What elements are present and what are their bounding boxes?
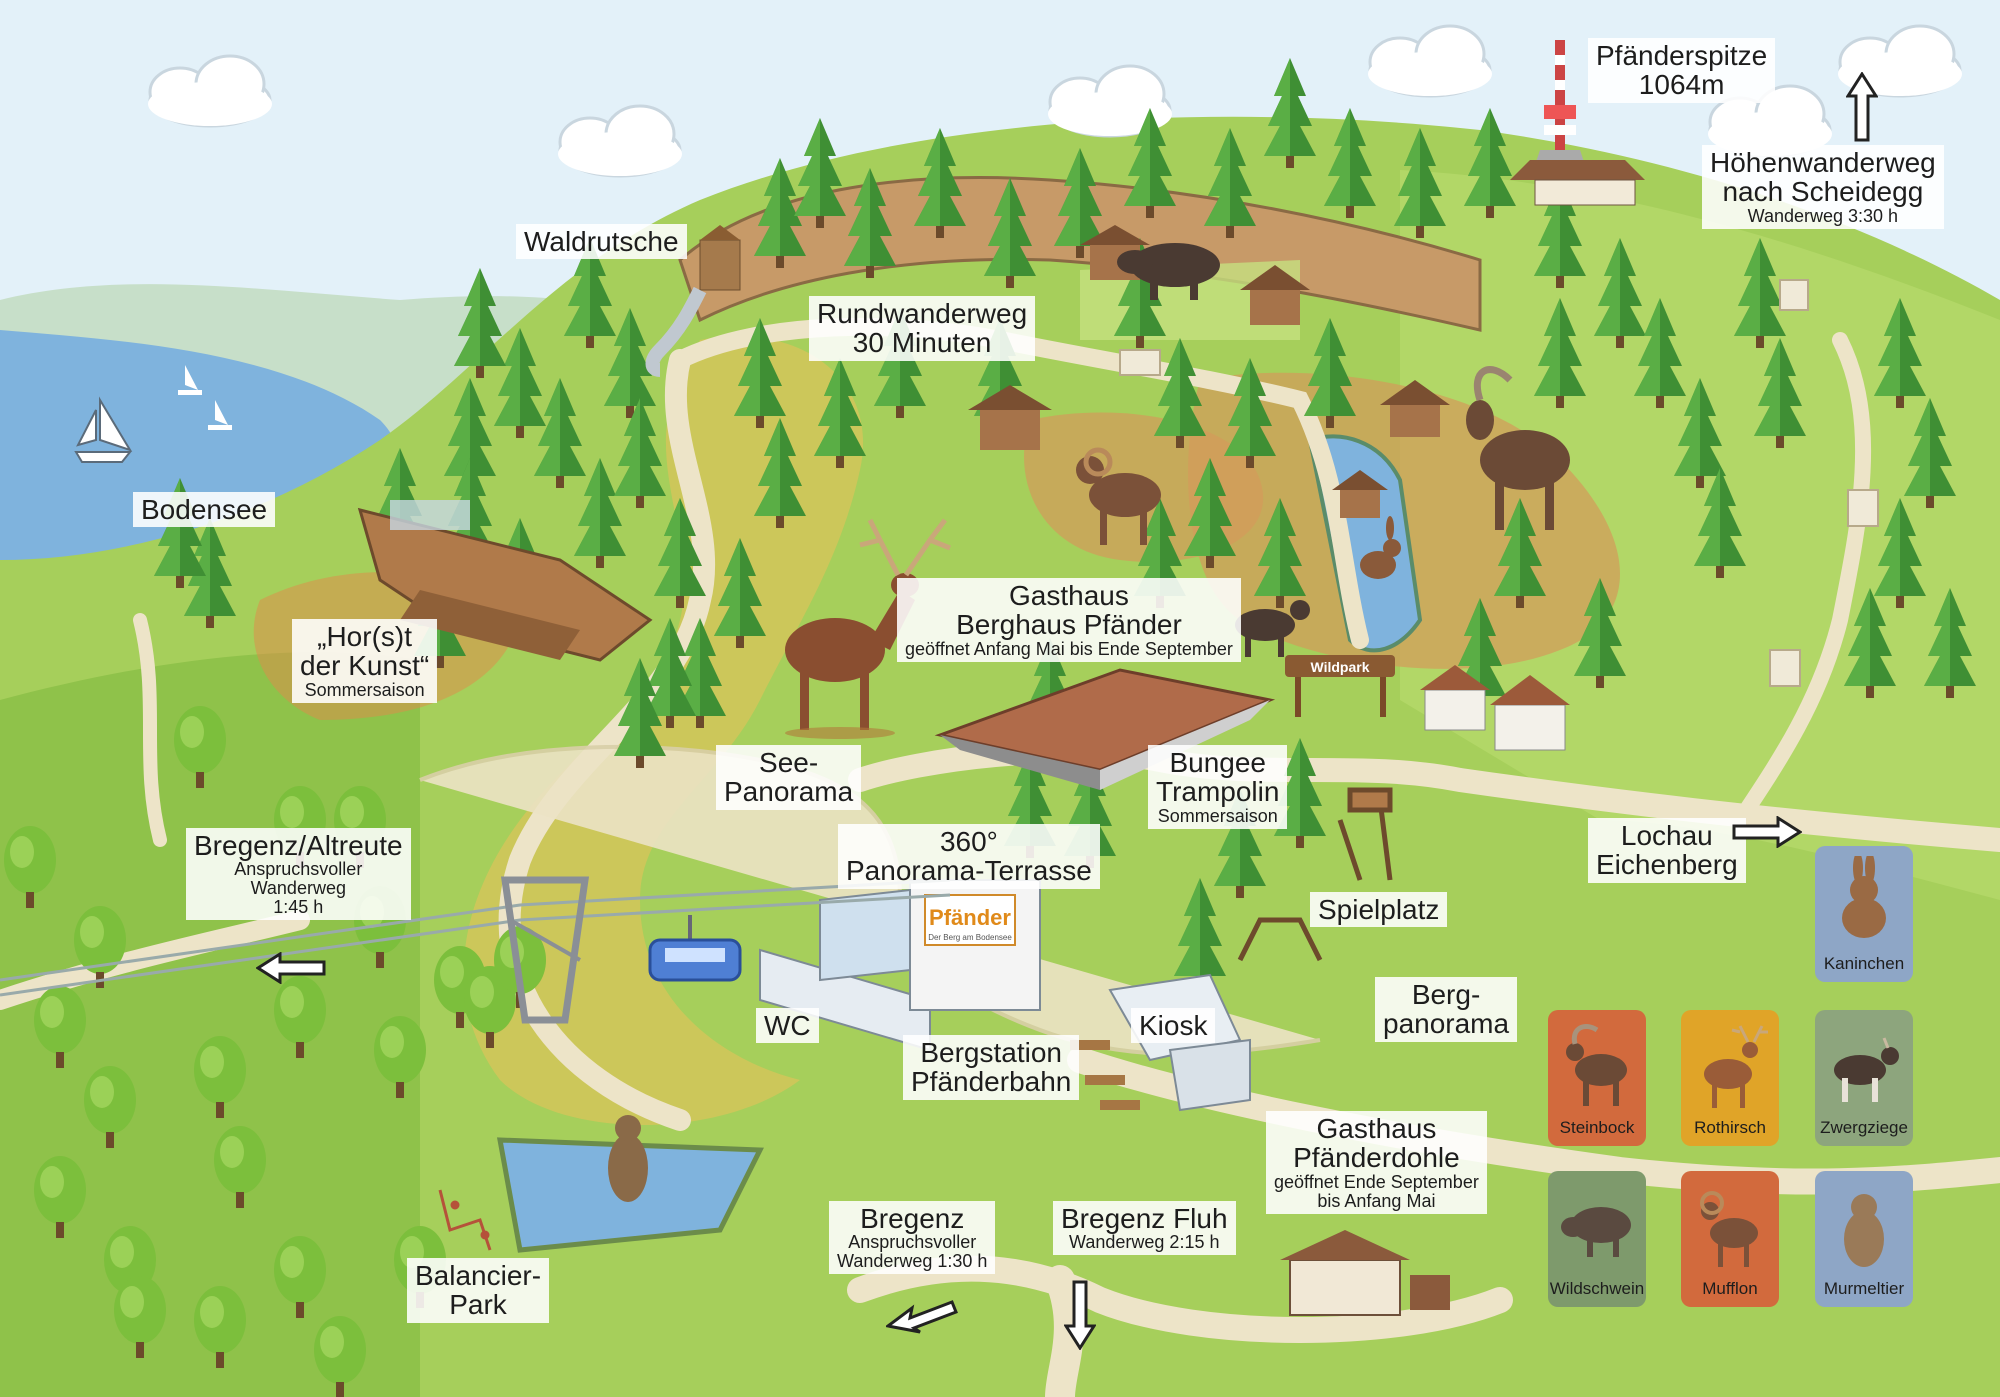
label-wc: WC bbox=[756, 1008, 819, 1044]
legend-card: Steinbock bbox=[1548, 1010, 1646, 1146]
aerial-tower bbox=[500, 876, 590, 1024]
label-balancier-park: Balancier- Park bbox=[407, 1258, 550, 1323]
label-gasthaus-pfaenderdohle: Gasthaus Pfänderdohle geöffnet Ende Sept… bbox=[1266, 1111, 1487, 1214]
mouflon-icon bbox=[1700, 1191, 1758, 1267]
label-bregenz-altreute: Bregenz/Altreute Anspruchsvoller Wanderw… bbox=[186, 828, 411, 921]
arrow-right-icon bbox=[1732, 816, 1802, 848]
rabbit-icon bbox=[1842, 856, 1886, 938]
wild-boar-icon bbox=[1561, 1207, 1631, 1257]
label-kiosk: Kiosk bbox=[1131, 1008, 1216, 1044]
arrow-down-icon bbox=[1064, 1280, 1096, 1350]
marmot-icon bbox=[1844, 1194, 1884, 1267]
label-bregenz: Bregenz Anspruchsvoller Wanderweg 1:30 h bbox=[829, 1201, 996, 1275]
goat-figure bbox=[1235, 600, 1310, 657]
label-gasthaus-berghaus: Gasthaus Berghaus Pfänder geöffnet Anfan… bbox=[897, 578, 1241, 662]
dwarf-goat-icon bbox=[1834, 1037, 1899, 1102]
entrance-houses bbox=[1420, 665, 1570, 751]
wild-boar-figure bbox=[1117, 243, 1220, 300]
legend-card: Kaninchen bbox=[1815, 846, 1913, 982]
forest-slide bbox=[645, 225, 741, 377]
picnic-benches bbox=[1070, 1040, 1140, 1110]
sailboat-icon bbox=[178, 365, 202, 395]
label-panorama-terrasse: 360° Panorama-Terrasse bbox=[838, 824, 1100, 889]
label-waldrutsche: Waldrutsche bbox=[516, 224, 687, 260]
label-bodensee: Bodensee bbox=[133, 492, 276, 528]
balancier-park bbox=[438, 1189, 492, 1251]
arrow-left-icon bbox=[256, 952, 326, 984]
sailboat-icon bbox=[208, 400, 232, 430]
cable-car bbox=[0, 876, 951, 1024]
label-pfaenderspitze: Pfänderspitze 1064m bbox=[1588, 38, 1776, 103]
hut bbox=[1332, 470, 1388, 518]
yellow-meadow bbox=[463, 336, 864, 1125]
ibex-icon bbox=[1566, 1024, 1627, 1106]
label-hoehenwanderweg: Höhenwanderweg nach Scheidegg Wanderweg … bbox=[1702, 145, 1944, 229]
marmot-figure bbox=[608, 1115, 648, 1202]
label-bergstation: Bergstation Pfänderbahn bbox=[903, 1035, 1080, 1100]
rabbit-figure bbox=[1360, 516, 1401, 579]
label-spielplatz: Spielplatz bbox=[1310, 892, 1448, 928]
label-bungee-trampolin: Bungee Trampolin Sommersaison bbox=[1148, 745, 1288, 829]
label-lochau-eichenberg: Lochau Eichenberg bbox=[1588, 818, 1746, 883]
stairs bbox=[1119, 279, 1879, 687]
label-bregenz-fluh: Bregenz Fluh Wanderweg 2:15 h bbox=[1053, 1201, 1236, 1256]
pfaenderdohle-building bbox=[1280, 1230, 1450, 1316]
legend-card: Wildschwein bbox=[1548, 1171, 1646, 1307]
wildpark-sign: Wildpark bbox=[1311, 659, 1370, 675]
wildpark-gate: Wildpark bbox=[1285, 655, 1395, 717]
red-deer-icon bbox=[1704, 1025, 1768, 1108]
mouflon-figure bbox=[1076, 447, 1161, 545]
station-logo-sub: Der Berg am Bodensee bbox=[928, 933, 1012, 942]
hut bbox=[968, 385, 1052, 450]
horst-stage bbox=[357, 500, 653, 662]
legend-card: Zwergziege bbox=[1815, 1010, 1913, 1146]
label-bergpanorama: Berg- panorama bbox=[1375, 977, 1518, 1042]
station-logo: Pfänder bbox=[929, 905, 1011, 930]
arrow-down-left-icon bbox=[886, 1300, 958, 1334]
label-horst-der-kunst: „Hor(s)t der Kunst“ Sommersaison bbox=[292, 619, 438, 703]
label-see-panorama: See- Panorama bbox=[716, 745, 862, 810]
hut bbox=[1240, 265, 1310, 325]
arrow-up-icon bbox=[1846, 72, 1878, 142]
legend-card: Mufflon bbox=[1681, 1171, 1779, 1307]
ibex-figure bbox=[1466, 366, 1570, 530]
label-rundwanderweg: Rundwanderweg 30 Minuten bbox=[809, 296, 1036, 361]
summit-building bbox=[1510, 160, 1645, 206]
legend-card: Rothirsch bbox=[1681, 1010, 1779, 1146]
legend-card: Murmeltier bbox=[1815, 1171, 1913, 1307]
playground-equipment bbox=[1237, 787, 1393, 962]
sailboat-icon bbox=[74, 396, 133, 463]
hut bbox=[1380, 380, 1450, 437]
